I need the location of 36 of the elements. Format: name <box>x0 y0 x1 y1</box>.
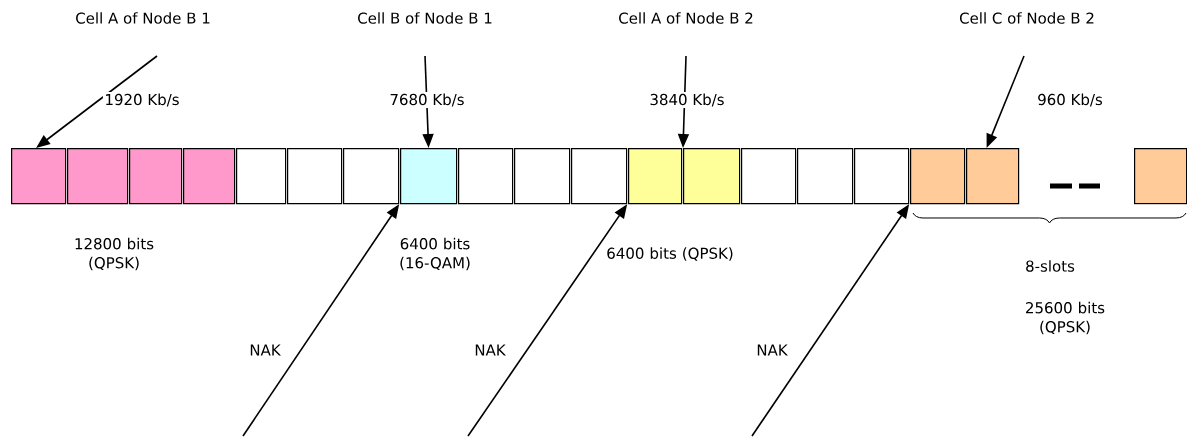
time-slot <box>458 148 514 205</box>
time-slot <box>183 148 236 205</box>
edge-label: NAK <box>247 343 283 357</box>
time-slot <box>571 148 628 205</box>
edge-label: 960 Kb/s <box>1035 92 1105 108</box>
time-slot <box>236 148 287 205</box>
time-slot <box>797 148 854 205</box>
time-slot <box>514 148 571 205</box>
time-slot <box>854 148 910 205</box>
time-slot <box>67 148 129 205</box>
edge-label: 1920 Kb/s <box>102 92 182 108</box>
cell-label: Cell C of Node B 2 <box>959 12 1094 24</box>
time-slot <box>129 148 183 205</box>
edge-label: 3840 Kb/s <box>647 92 727 108</box>
cell-label: Cell B of Node B 1 <box>358 12 492 24</box>
time-slot <box>741 148 797 205</box>
slot-caption: 8-slots <box>1026 260 1075 272</box>
slot-caption: 6400 bits (QPSK) <box>607 247 733 261</box>
time-slot <box>11 148 67 205</box>
time-slot <box>910 148 966 205</box>
time-slot <box>400 148 458 205</box>
edge-label: 7680 Kb/s <box>387 92 467 108</box>
cell-label: Cell A of Node B 1 <box>76 12 210 24</box>
cell-label: Cell A of Node B 2 <box>619 12 753 24</box>
time-slot <box>628 148 683 205</box>
slot-caption: 25600 bits (QPSK) <box>1026 301 1105 335</box>
time-slot <box>966 148 1020 205</box>
slot-caption: 6400 bits (16-QAM) <box>400 237 470 271</box>
time-slot <box>683 148 741 205</box>
time-slot <box>1134 148 1187 205</box>
edge-label: NAK <box>472 343 508 357</box>
arrow <box>36 55 158 148</box>
edge-label: NAK <box>754 343 790 357</box>
slot-caption: 12800 bits (QPSK) <box>75 237 154 271</box>
time-slot <box>287 148 343 205</box>
time-slot <box>343 148 400 205</box>
